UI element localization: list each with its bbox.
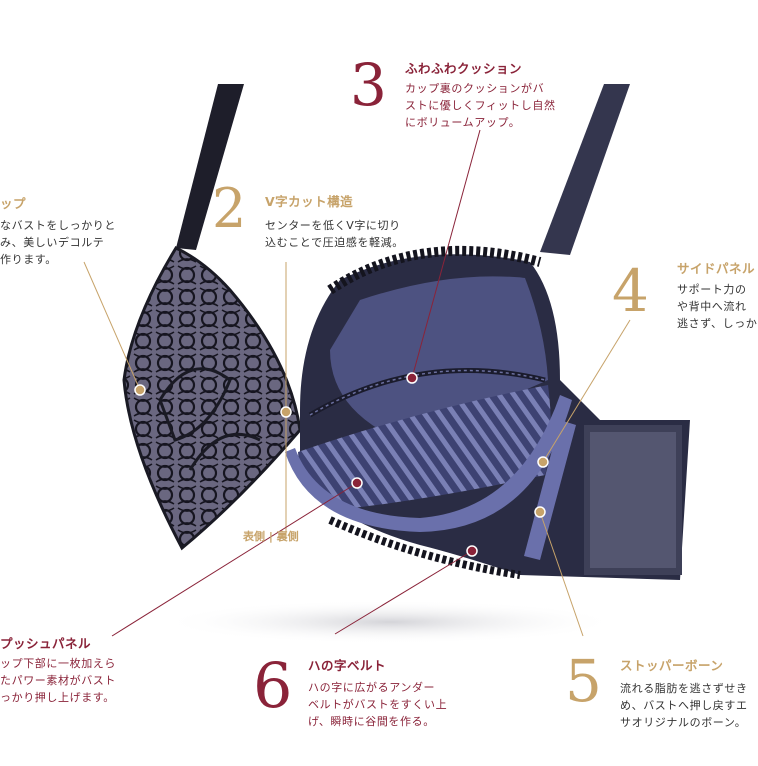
feature-2-title: V字カット構造 [265,194,354,209]
feature-4-number: 4 [612,257,649,325]
underwire-band [285,395,572,532]
feature-3-number: 3 [350,51,387,119]
feature-3-desc: カップ裏のクッションがバ ストに優しくフィットし自然 にボリュームアップ。 [405,82,556,129]
feature-7-title: プッシュパネル [0,636,92,651]
feature-1-desc: なバストをしっかりと み、美しいデコルテ 作ります。 [0,219,116,266]
feature-1-title: ップ [0,196,27,211]
left-strap [176,84,244,250]
right-strap [540,84,630,255]
feature-6-number: 6 [253,649,293,722]
stopper-bone [524,420,576,560]
feature-7-desc: ップ下部に一枚加えら たパワー素材がバスト っかり押し上げます。 [0,657,116,704]
callout-dots [134,372,549,557]
feature-6-title: ハの字ベルト [308,658,387,673]
cushion-lining [330,276,548,430]
feature-6-desc: ハの字に広がるアンダー ベルトがバストをすくい上 げ、瞬時に谷間を作る。 [308,681,448,728]
feature-3-title: ふわふわクッション [405,61,523,76]
front-back-label: 表側 | 裏側 [243,530,299,543]
push-panel [298,385,551,510]
left-lace-cup [122,246,302,551]
feature-5-number: 5 [565,647,602,715]
feature-4-desc: サポート力の や背中へ流れ 逃さず、しっか [677,283,758,330]
feature-2-desc: センターを低くV字に切り 込むことで圧迫感を軽減。 [265,219,404,249]
feature-2-number: 2 [212,177,247,240]
feature-5-desc: 流れる脂肪を逃さずせき め、バストへ押し戻すエ サオリジナルのボーン。 [620,682,748,729]
leader-lines [83,129,631,637]
feature-4-title: サイドパネル [677,261,756,276]
floor-shadow [160,600,620,644]
feature-5-title: ストッパーボーン [620,658,724,673]
